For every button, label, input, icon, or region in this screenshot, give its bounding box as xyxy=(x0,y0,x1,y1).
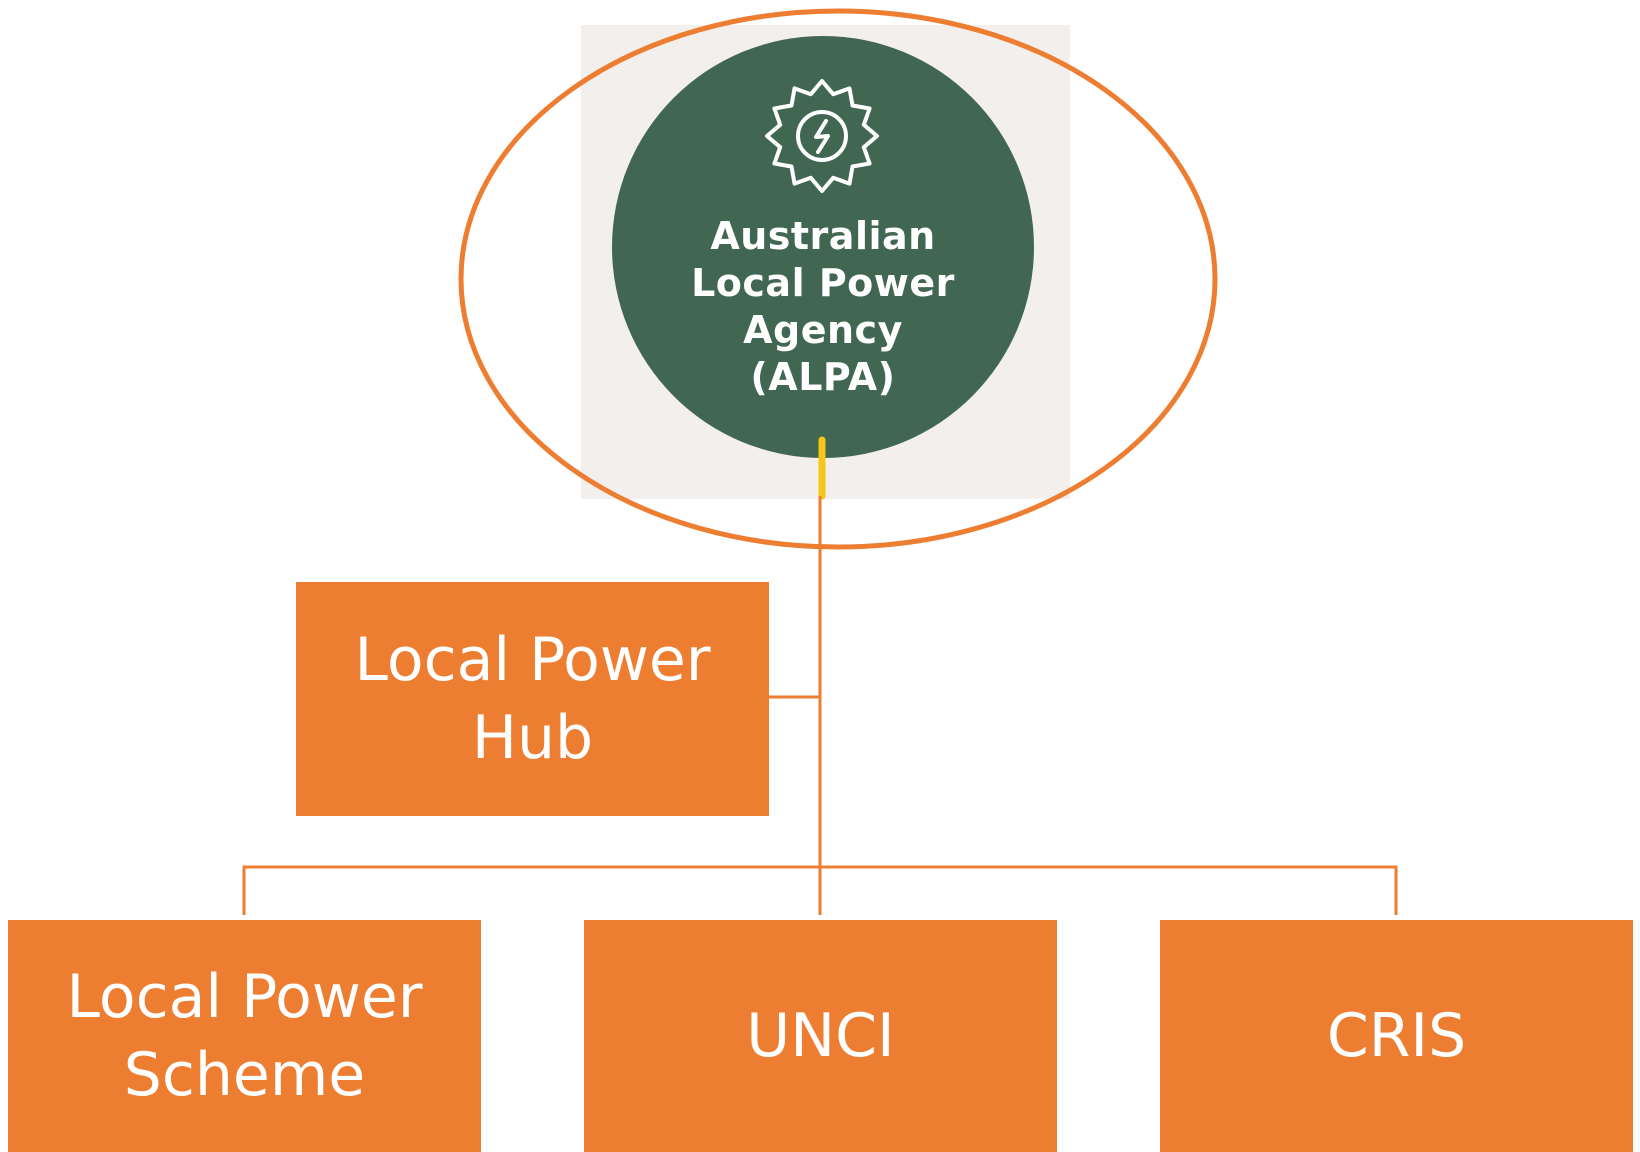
root-highlight-ellipse xyxy=(458,8,1218,550)
node-local-power-hub: Local Power Hub xyxy=(296,582,769,816)
node-cris: CRIS xyxy=(1160,920,1633,1152)
alpa-logo-text: Australian Local Power Agency (ALPA) xyxy=(612,213,1034,401)
lightning-bolt xyxy=(814,119,830,154)
sun-star-outline xyxy=(765,79,879,193)
logo-text-line-3: Agency xyxy=(743,308,903,352)
alpa-logo-circle xyxy=(612,36,1034,458)
logo-text-line-2: Local Power xyxy=(691,261,955,305)
node-label-local-power-scheme: Local Power Scheme xyxy=(66,962,423,1110)
node-label-cris: CRIS xyxy=(1326,1001,1467,1071)
node-unci: UNCI xyxy=(584,920,1057,1152)
sun-lightning-icon xyxy=(765,79,879,193)
logo-text-line-4: (ALPA) xyxy=(750,355,896,399)
logo-text-line-1: Australian xyxy=(710,214,936,258)
sun-inner-circle xyxy=(796,110,848,162)
node-label-unci: UNCI xyxy=(746,1001,895,1071)
children-bus-connector xyxy=(242,865,1398,915)
node-local-power-scheme: Local Power Scheme xyxy=(8,920,481,1152)
node-label-local-power-hub: Local Power Hub xyxy=(354,625,711,773)
